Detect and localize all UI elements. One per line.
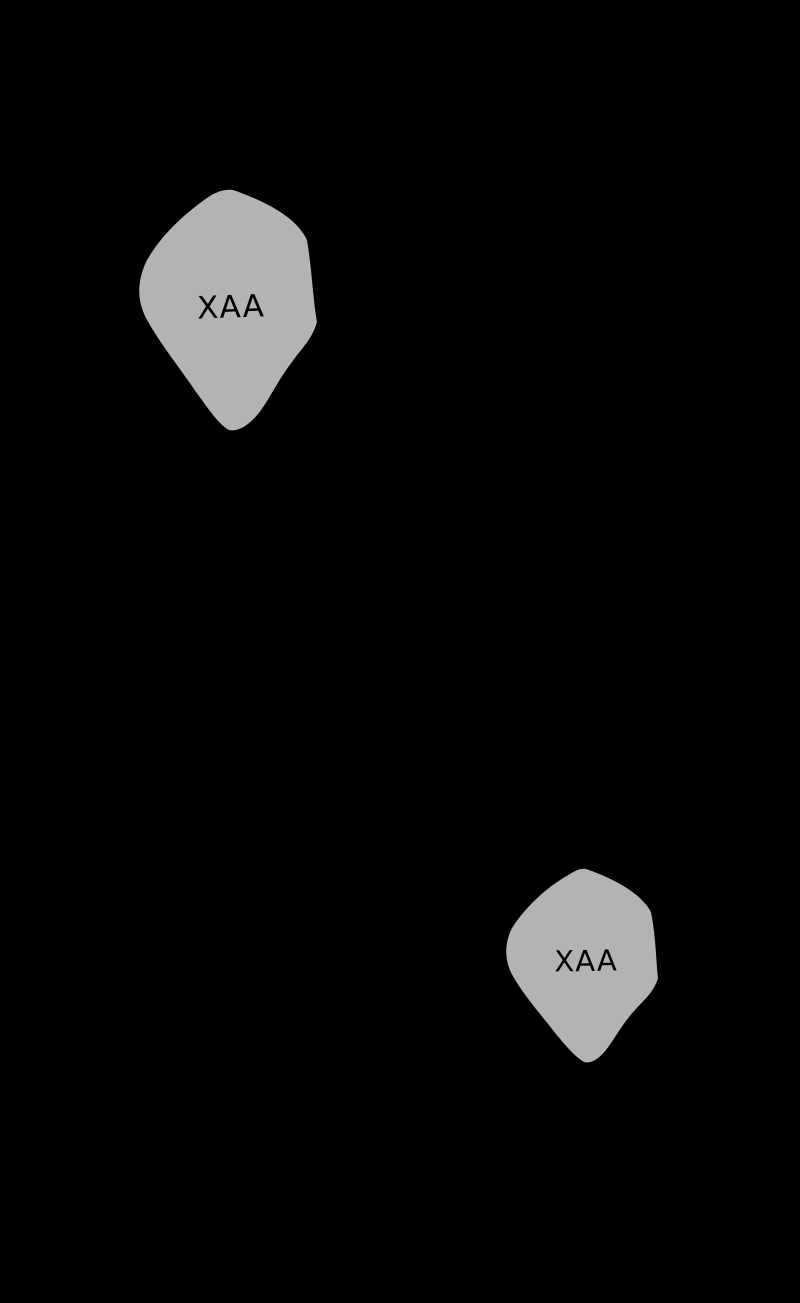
sfx-text: XAA (554, 943, 618, 978)
sfx-text: XAA (197, 288, 266, 326)
sfx-bubble-2: XAA (506, 868, 658, 1063)
sfx-bubble-shape (506, 868, 658, 1063)
sfx-bubble-1: XAA (139, 189, 317, 431)
sfx-bubble-shape (139, 189, 317, 431)
